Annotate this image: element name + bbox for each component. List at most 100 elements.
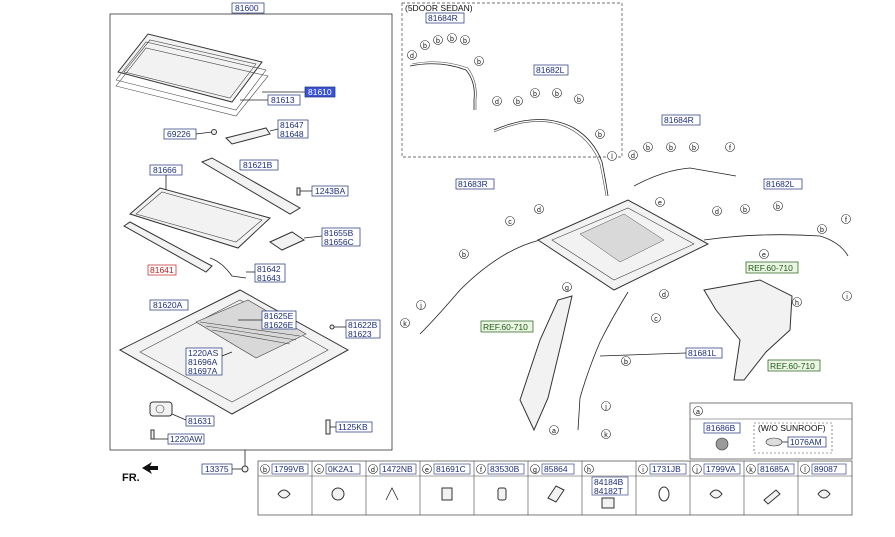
legend-letter-j: j bbox=[695, 467, 698, 474]
legend-part-81685A: 81685A bbox=[760, 464, 790, 474]
callout-81648: 81648 bbox=[280, 129, 304, 139]
connector-icon bbox=[441, 487, 453, 501]
sedan-variant-label: (5DOOR SEDAN) bbox=[405, 3, 473, 13]
ref-label-left: REF.60-710 bbox=[483, 322, 528, 332]
svg-text:c: c bbox=[654, 316, 658, 323]
ref-label-top-right: REF.60-710 bbox=[748, 263, 793, 273]
svg-text:b: b bbox=[462, 252, 466, 259]
valve-icon bbox=[497, 487, 507, 501]
callout-81631: 81631 bbox=[188, 416, 212, 426]
right-pillar-body bbox=[703, 279, 793, 381]
callout-81684R-mid: 81684R bbox=[664, 115, 694, 125]
svg-text:d: d bbox=[662, 292, 666, 299]
legend-letter-l: l bbox=[804, 467, 806, 474]
callout-81623: 81623 bbox=[348, 329, 372, 339]
clip-icon bbox=[817, 489, 831, 499]
svg-text:e: e bbox=[658, 200, 662, 207]
callout-81682L-right: 81682L bbox=[766, 179, 795, 189]
legend-letter-d: d bbox=[371, 467, 375, 474]
fastener-legend-table bbox=[257, 460, 853, 516]
callout-81642: 81642 bbox=[257, 264, 281, 274]
svg-text:c: c bbox=[508, 219, 512, 226]
svg-text:f: f bbox=[729, 145, 731, 152]
svg-text:b: b bbox=[463, 38, 467, 45]
svg-text:b: b bbox=[692, 145, 696, 152]
legend-letter-f: f bbox=[480, 467, 482, 474]
sunshade-part bbox=[128, 187, 271, 249]
grommet-icon bbox=[715, 437, 729, 451]
callout-81625E: 81625E bbox=[264, 311, 294, 321]
svg-text:b: b bbox=[776, 204, 780, 211]
legend-part-84182T: 84182T bbox=[594, 486, 623, 496]
clamp-icon bbox=[709, 489, 723, 499]
legend-part-1731JB: 1731JB bbox=[652, 464, 681, 474]
callout-1220AW: 1220AW bbox=[170, 434, 202, 444]
svg-text:b: b bbox=[516, 99, 520, 106]
legend-a-letter: a bbox=[696, 409, 700, 416]
drain-hose-rear-right bbox=[703, 234, 849, 257]
callout-81684R-top: 81684R bbox=[428, 13, 458, 23]
callout-81683R: 81683R bbox=[458, 179, 488, 189]
drain-hose-sedan-front bbox=[409, 63, 475, 110]
svg-text:d: d bbox=[715, 209, 719, 216]
ref-label-bottom-right: REF.60-710 bbox=[770, 361, 815, 371]
legend-part-84184B: 84184B bbox=[594, 477, 624, 487]
svg-text:d: d bbox=[410, 53, 414, 60]
svg-text:d: d bbox=[537, 207, 541, 214]
sheet-pad-icon bbox=[601, 497, 615, 509]
installed-sunroof-illustration bbox=[536, 199, 710, 291]
svg-text:f: f bbox=[845, 217, 847, 224]
callout-81600: 81600 bbox=[235, 3, 259, 13]
letter-callouts: d b b b b b d b b b b b l d b b b f e d … bbox=[400, 33, 852, 439]
svg-text:l: l bbox=[611, 154, 613, 161]
svg-text:b: b bbox=[820, 227, 824, 234]
sunroof-glass-part bbox=[115, 33, 269, 117]
drain-hose-sedan-rear bbox=[493, 119, 609, 197]
svg-text:b: b bbox=[577, 97, 581, 104]
svg-text:a: a bbox=[552, 428, 556, 435]
svg-text:b: b bbox=[598, 132, 602, 139]
callout-81641: 81641 bbox=[150, 265, 174, 275]
sunroof-motor-part bbox=[149, 401, 173, 417]
legend-part-0K2A1: 0K2A1 bbox=[328, 464, 354, 474]
callout-81620A: 81620A bbox=[153, 300, 183, 310]
legend-wo-part: 1076AM bbox=[790, 437, 822, 447]
drain-hose-front-left bbox=[419, 239, 541, 335]
svg-text:d: d bbox=[495, 99, 499, 106]
legend-a-box bbox=[689, 402, 853, 460]
svg-text:b: b bbox=[669, 145, 673, 152]
deflector-bracket-part bbox=[225, 127, 271, 145]
callout-81696A: 81696A bbox=[188, 357, 218, 367]
sedan-variant-box bbox=[401, 2, 623, 158]
clamp-icon bbox=[277, 489, 291, 499]
callout-81656C: 81656C bbox=[324, 237, 354, 247]
callout-81666: 81666 bbox=[153, 165, 177, 175]
hose-clip-icon bbox=[331, 487, 345, 501]
callout-81697A: 81697A bbox=[188, 366, 218, 376]
legend-part-81691C: 81691C bbox=[436, 464, 466, 474]
ring-icon bbox=[658, 486, 670, 502]
svg-text:j: j bbox=[419, 303, 422, 310]
svg-text:d: d bbox=[631, 153, 635, 160]
callout-81626E: 81626E bbox=[264, 320, 294, 330]
drain-hose-front-right bbox=[633, 167, 737, 187]
svg-text:e: e bbox=[762, 252, 766, 259]
left-pillar-body bbox=[519, 295, 573, 432]
svg-text:i: i bbox=[846, 294, 848, 301]
callout-1243BA: 1243BA bbox=[315, 186, 346, 196]
callout-81610: 81610 bbox=[308, 87, 332, 97]
legend-part-83530B: 83530B bbox=[490, 464, 520, 474]
drain-tube-part bbox=[123, 221, 213, 273]
svg-text:b: b bbox=[477, 59, 481, 66]
guide-rail-part bbox=[200, 157, 301, 215]
callout-81613: 81613 bbox=[271, 95, 295, 105]
callout-81681L: 81681L bbox=[688, 348, 717, 358]
spring-clip-icon bbox=[385, 487, 399, 501]
callout-81655B: 81655B bbox=[324, 228, 354, 238]
svg-text:k: k bbox=[403, 321, 407, 328]
callout-81622B: 81622B bbox=[348, 320, 378, 330]
svg-text:b: b bbox=[555, 91, 559, 98]
legend-part-1472NB: 1472NB bbox=[382, 464, 413, 474]
callout-81682L-top: 81682L bbox=[536, 65, 565, 75]
